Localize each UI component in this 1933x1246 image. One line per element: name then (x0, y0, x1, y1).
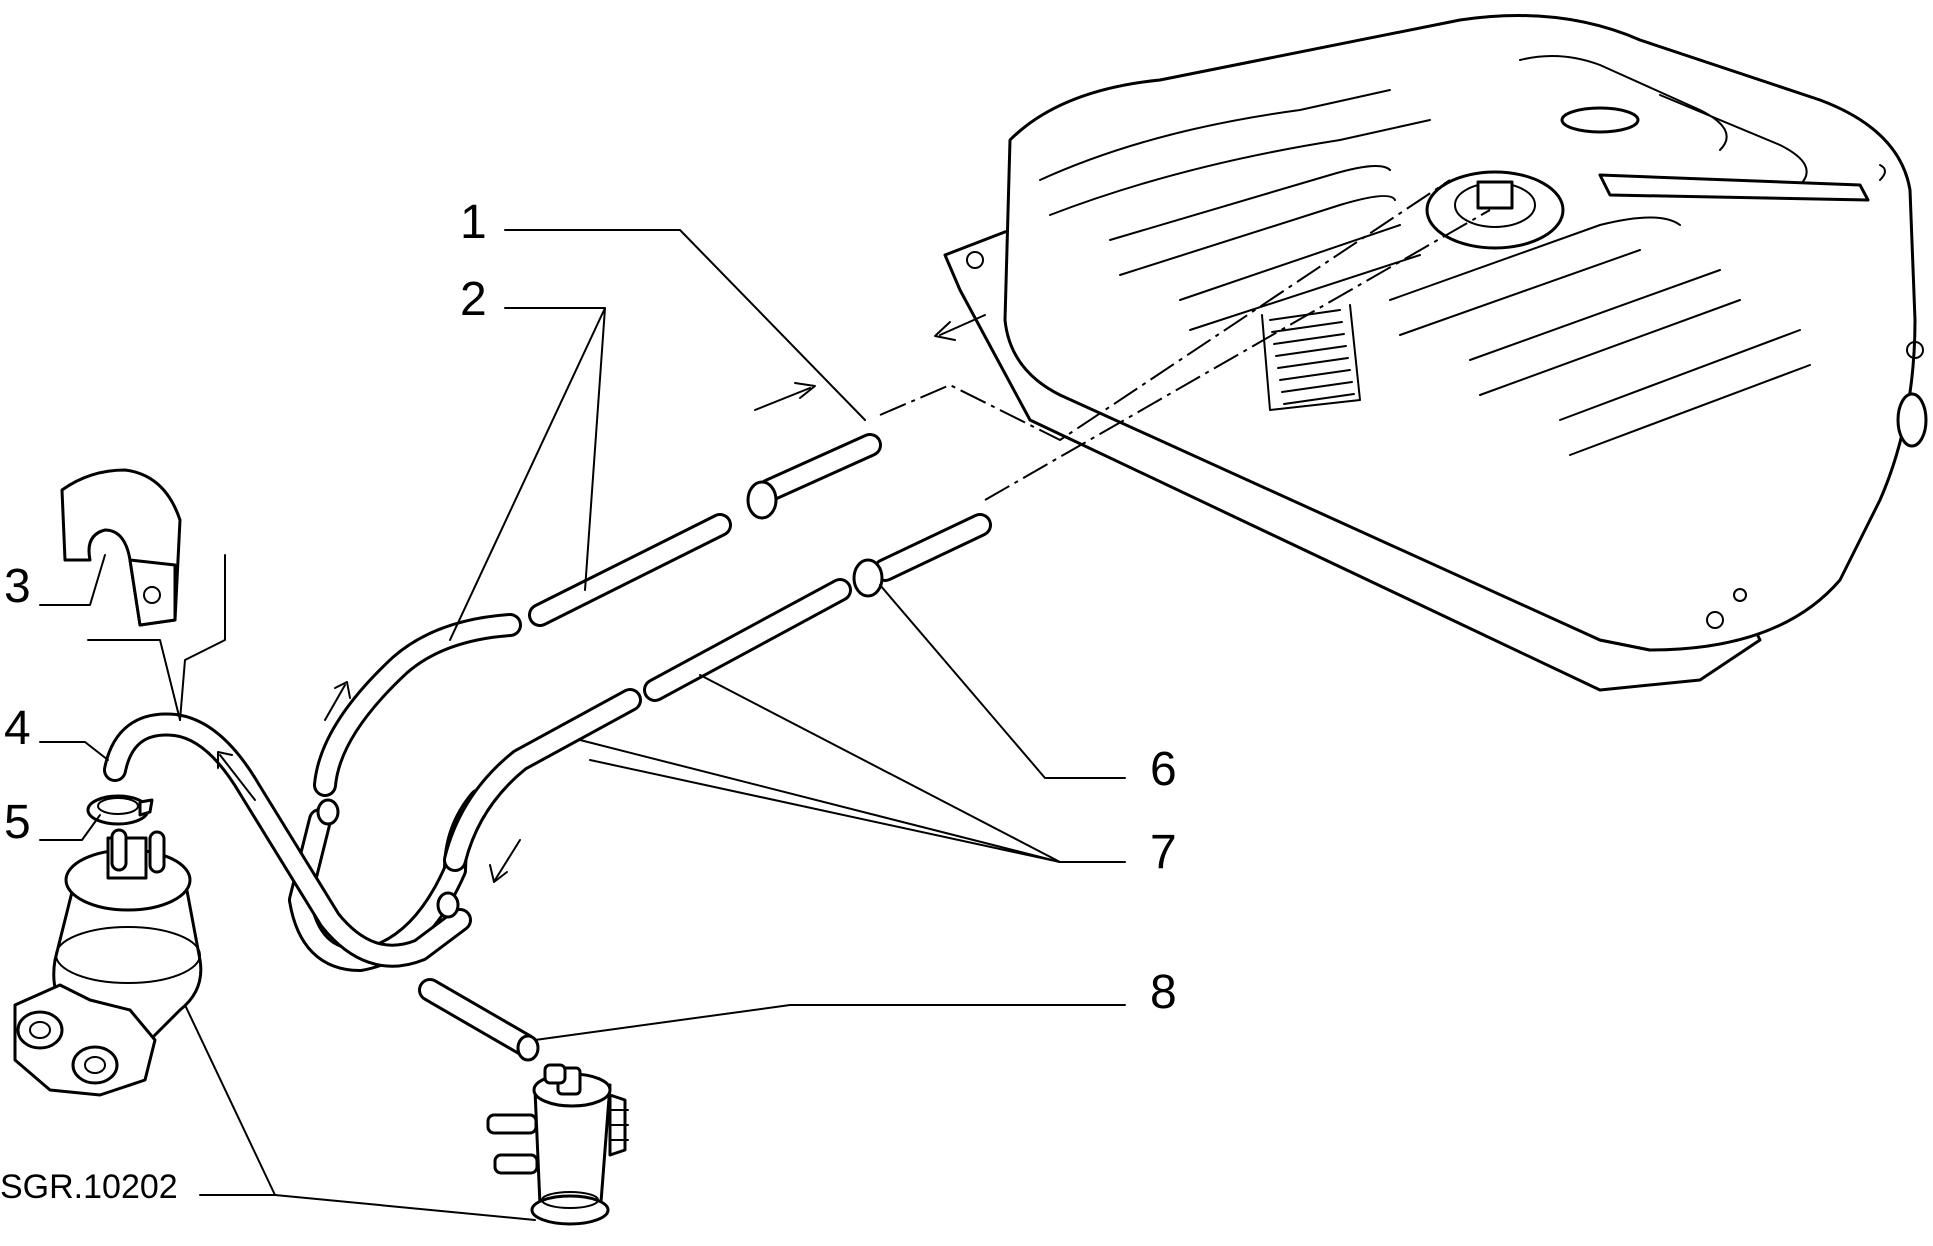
clamp-bracket-icon (60, 468, 226, 721)
callout-1: 1 (460, 196, 487, 249)
hose-end-1 (746, 480, 778, 520)
alignment-line-6 (984, 209, 1491, 501)
callout-2: 2 (460, 273, 487, 326)
leader-lines (39, 229, 1126, 1221)
hose-end-6 (852, 558, 884, 598)
reference-code: SGR.10202 (0, 1168, 178, 1206)
tank-vent-grille (1261, 304, 1361, 411)
fuel-tank-icon (943, 14, 1928, 692)
callout-7: 7 (1150, 826, 1177, 879)
fuel-pump-icon (13, 828, 203, 1097)
callout-3: 3 (4, 560, 31, 613)
callout-4: 4 (4, 702, 31, 755)
hose-clip-icon (86, 794, 154, 826)
fuel-filter-icon (486, 1063, 629, 1226)
callout-8: 8 (1150, 966, 1177, 1019)
hose-end-supply (316, 798, 340, 826)
hose-end-return (436, 891, 460, 919)
flow-arrow-icon (217, 314, 986, 883)
hose-end-8 (516, 1034, 540, 1062)
alignment-line-1 (879, 179, 1451, 442)
callout-6: 6 (1150, 743, 1177, 796)
supply-hose (313, 433, 882, 797)
callout-5: 5 (4, 796, 31, 849)
